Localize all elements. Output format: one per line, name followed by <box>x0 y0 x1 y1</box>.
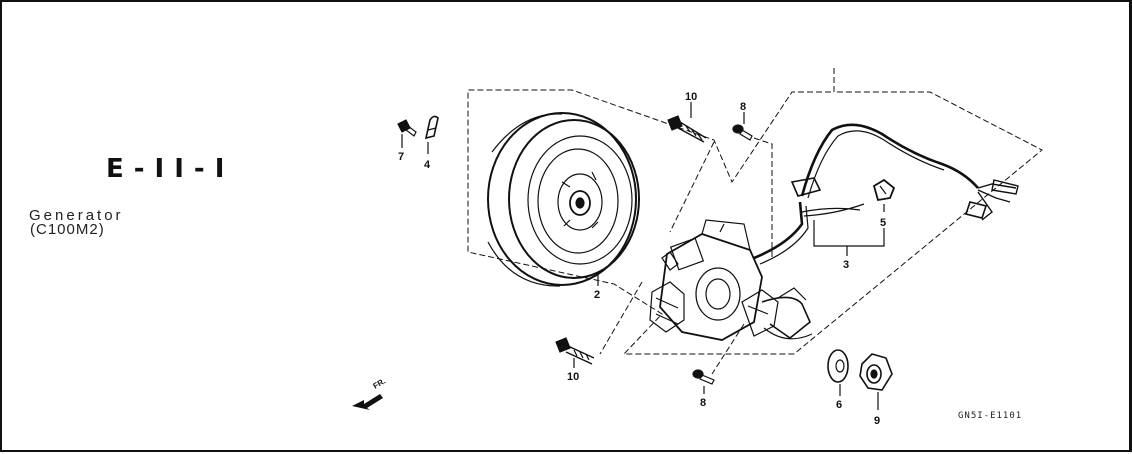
callout-number: 6 <box>836 399 842 411</box>
leader-dashed-lower <box>599 281 643 355</box>
leader-dashed-screw <box>753 137 773 260</box>
callout-number: 7 <box>398 151 404 163</box>
bolt-small <box>397 119 417 137</box>
callout-number: 3 <box>843 259 849 271</box>
bolt-upper <box>667 115 707 143</box>
assembly-outline <box>467 68 1043 355</box>
section-title: Generator <box>29 207 124 224</box>
section-code: E-II-I <box>106 154 235 184</box>
harness <box>753 123 1019 340</box>
front-direction-arrow-icon: FR. <box>352 376 387 410</box>
callout-number: 10 <box>685 91 697 103</box>
direction-label: FR. <box>372 376 388 390</box>
screw-lower <box>692 369 715 385</box>
stator <box>649 219 779 341</box>
flywheel <box>487 112 640 287</box>
callout-number: 9 <box>874 415 880 427</box>
callout-number: 8 <box>700 397 706 409</box>
washer <box>827 349 849 383</box>
bolt-lower <box>555 337 595 365</box>
figure-reference: GN5I-E1101 <box>958 411 1023 421</box>
callout-number: 8 <box>740 101 746 113</box>
callout-number: 2 <box>594 289 600 301</box>
nut <box>859 353 893 391</box>
callout-number: 10 <box>567 371 579 383</box>
callout-number: 5 <box>880 217 886 229</box>
leader-dashed-upper <box>669 141 715 233</box>
model-code: (C100M2) <box>30 221 105 238</box>
screw-upper <box>732 124 753 141</box>
leader-dashed-nut <box>711 323 745 375</box>
grommet <box>872 178 896 202</box>
leader-line <box>813 220 885 247</box>
clamp <box>424 115 439 140</box>
callout-number: 4 <box>424 159 431 171</box>
